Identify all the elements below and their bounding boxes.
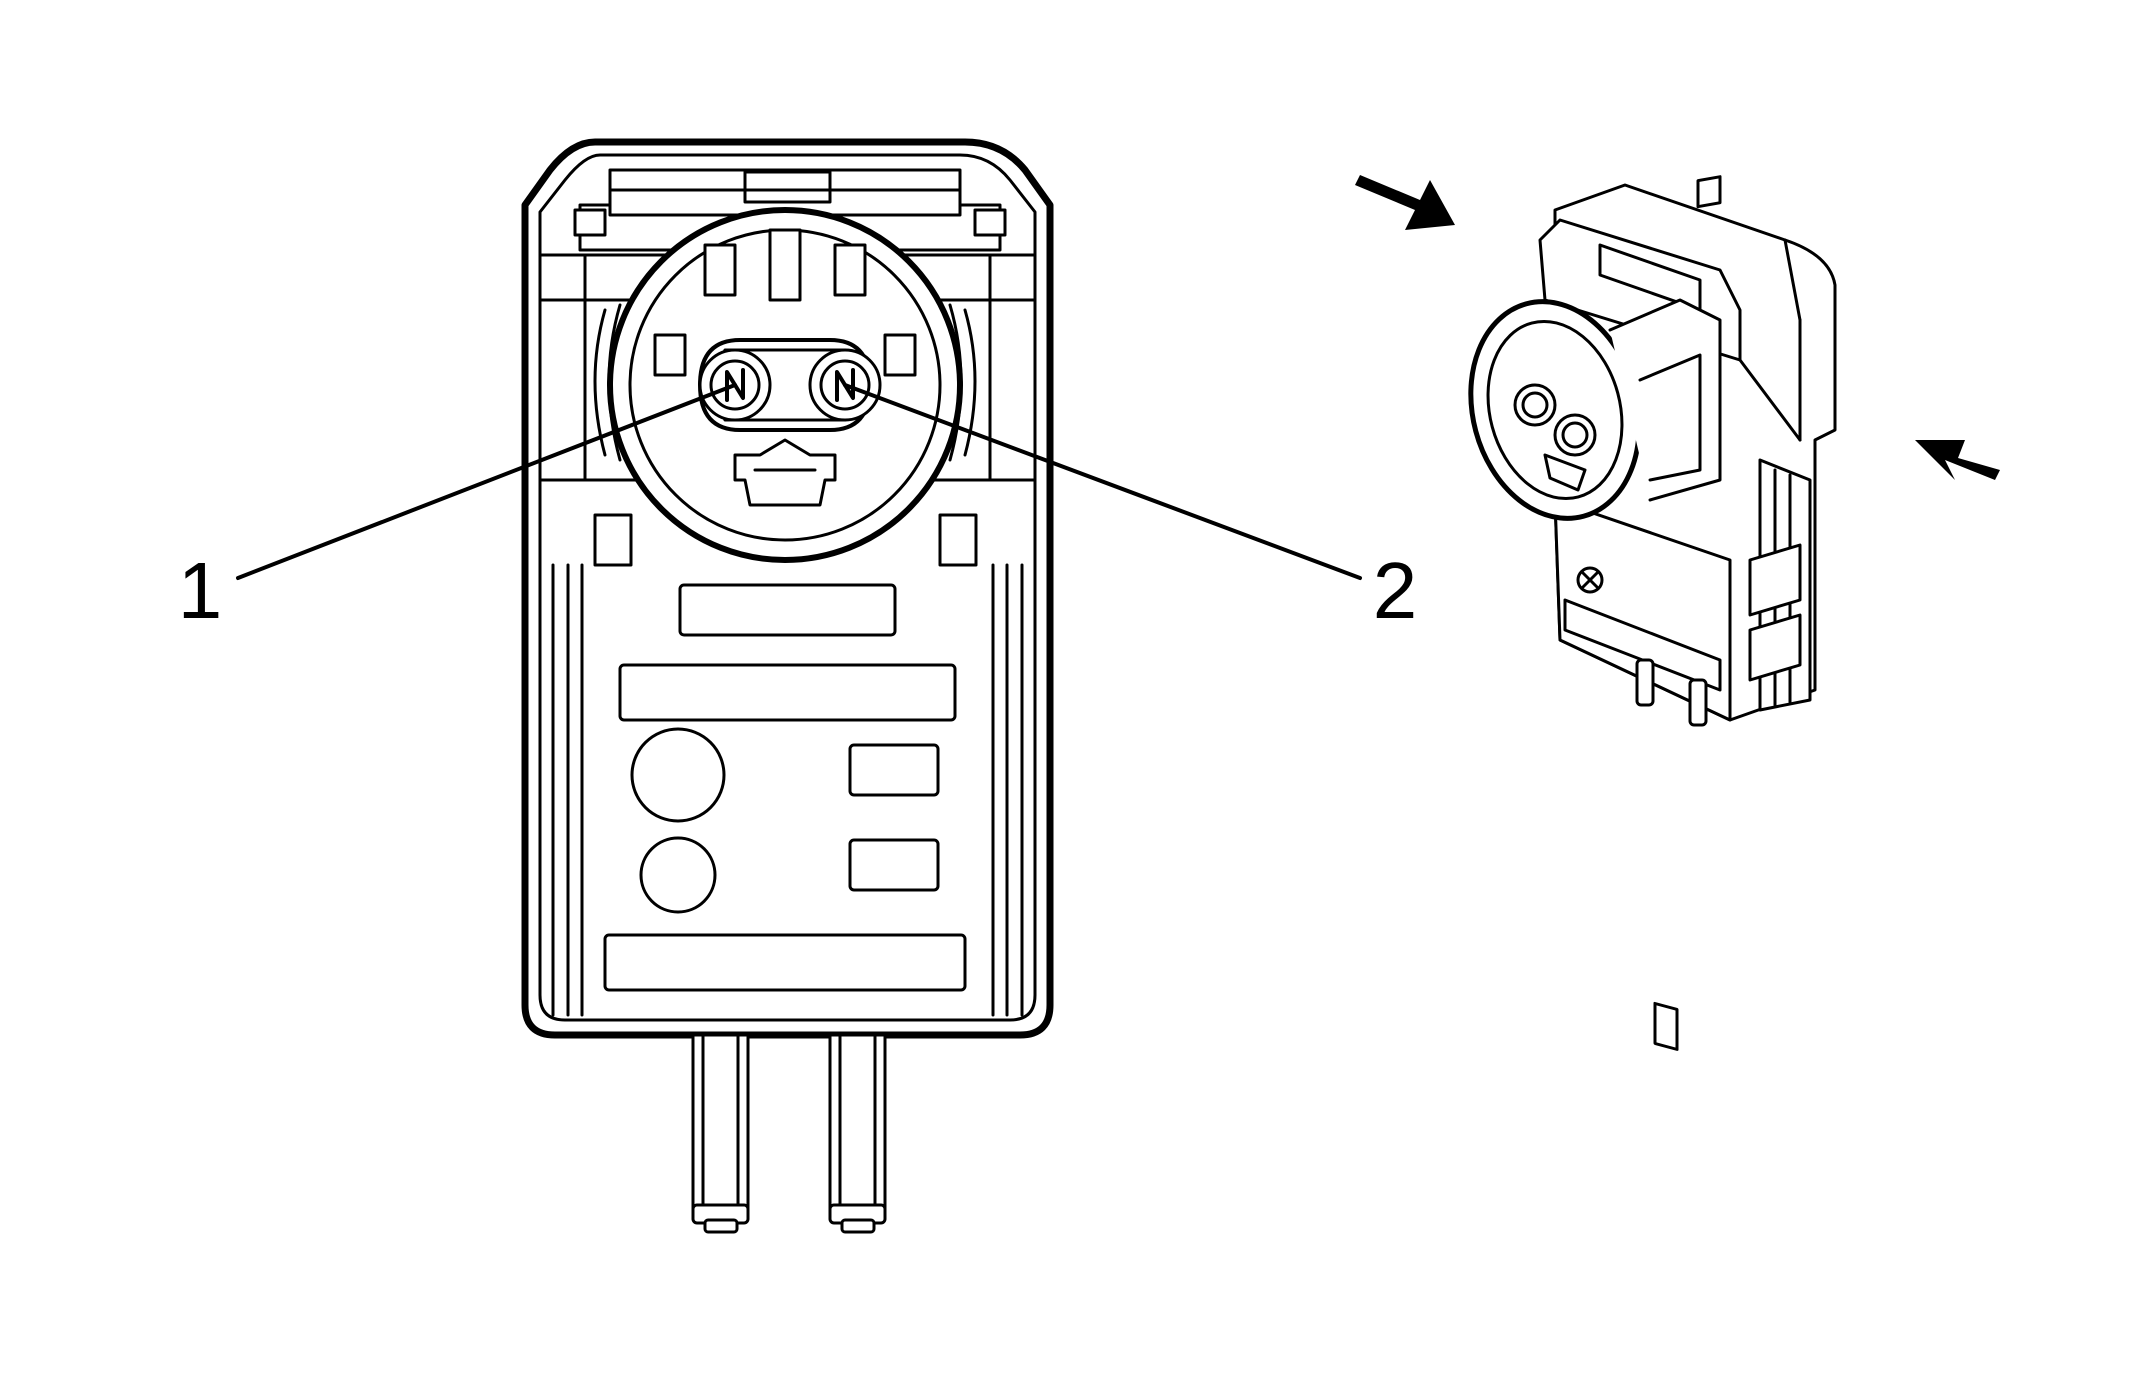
connector-pins [691,1033,887,1234]
body-recesses [603,583,967,992]
keying-tab [733,438,837,507]
leader-line-1 [236,383,737,580]
callout-2: 2 [1373,546,1418,635]
side-ribs [551,303,1024,1017]
window-right [938,513,978,567]
callout-1: 1 [178,546,223,635]
connector-isometric-view [1468,175,1837,1051]
arrow-icon [1915,440,2000,480]
callouts [236,383,1362,580]
leader-line-2 [843,383,1362,580]
socket-ring [607,207,963,563]
arrow-icon [1355,175,1455,230]
connector-front-view [521,138,1054,1234]
window-left [593,513,633,567]
